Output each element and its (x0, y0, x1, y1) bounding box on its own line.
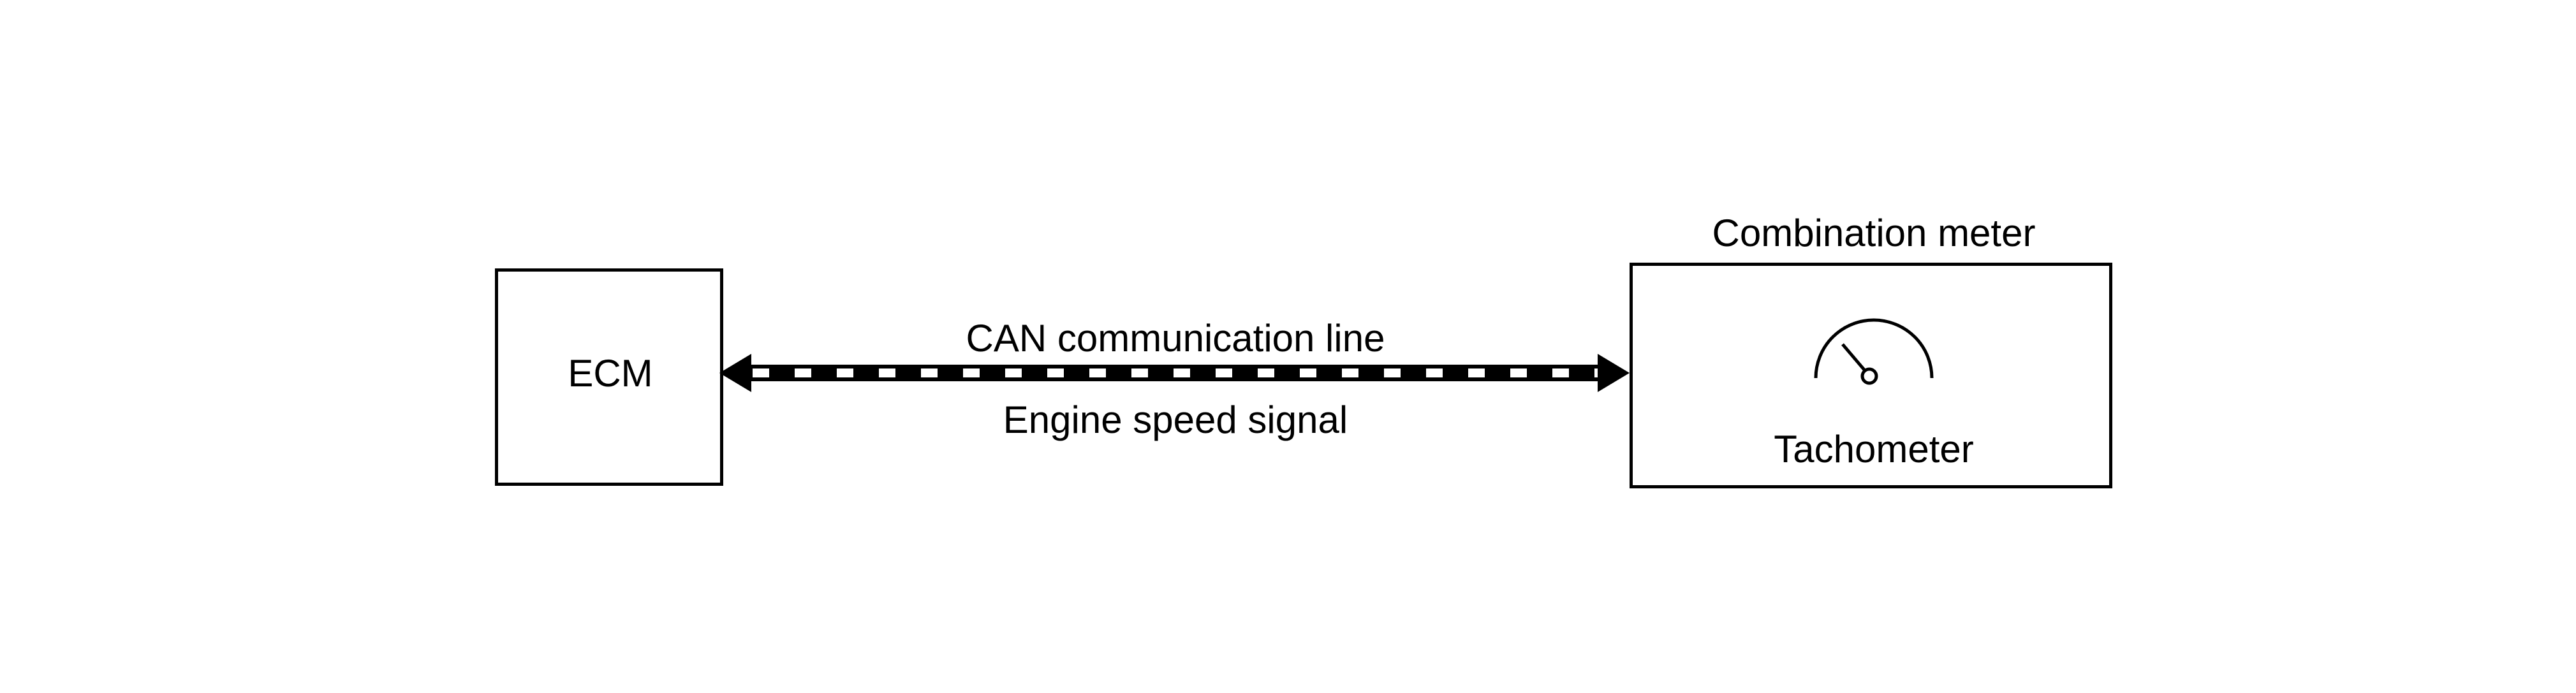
ecm-box (495, 268, 723, 486)
tachometer-gauge-icon (1814, 318, 1934, 385)
gauge-needle (1841, 343, 1866, 371)
combination-meter-title: Combination meter (1712, 212, 2036, 254)
arrowhead-left-icon (719, 354, 751, 392)
gauge-pivot (1860, 367, 1878, 385)
arrowhead-right-icon (1598, 354, 1630, 392)
signal-label: Engine speed signal (1003, 398, 1348, 441)
tachometer-label: Tachometer (1774, 428, 1974, 471)
can-line-label: CAN communication line (966, 317, 1385, 360)
ecm-label: ECM (568, 352, 653, 395)
can-communication-line (719, 354, 1630, 392)
gauge-arc (1814, 318, 1934, 379)
